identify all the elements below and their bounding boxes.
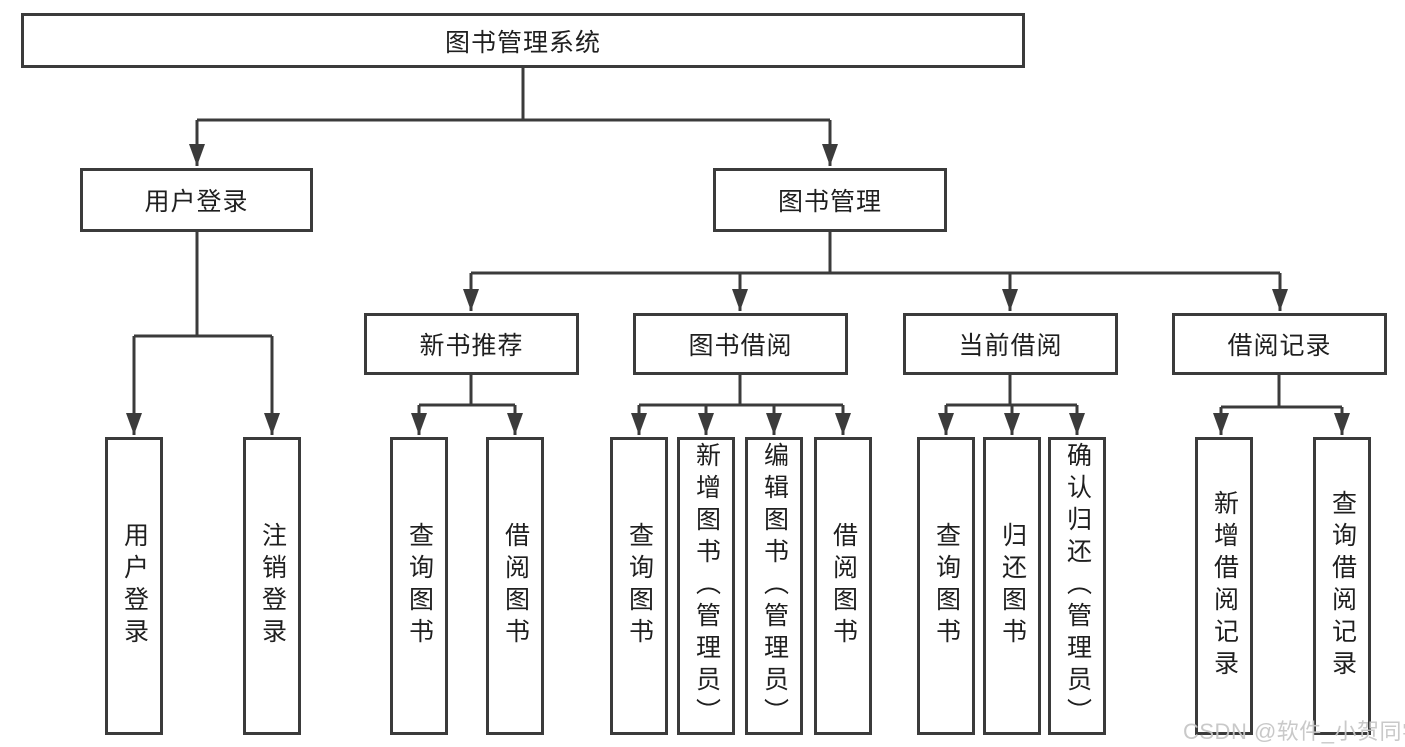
node-leaf-borrowing-borrow-books: 借阅图书 [814,437,872,735]
node-leaf-add-borrow-record: 新增借阅记录 [1195,437,1253,735]
node-book-management-branch-label: 图书管理 [777,188,882,216]
node-leaf-query-borrow-record-label: 查询借阅记录 [1328,490,1357,682]
node-leaf-add-books-admin-label: 新增图书（管理员） [692,442,721,730]
node-leaf-recommend-query-books-label: 查询图书 [405,522,434,650]
csdn-watermark: CSDN @软件_小贺同学 [1183,719,1405,744]
node-leaf-recommend-borrow-books-label: 借阅图书 [501,522,530,650]
node-current-borrowing: 当前借阅 [903,313,1118,375]
node-borrowing-records: 借阅记录 [1172,313,1387,375]
node-leaf-current-query-books-label: 查询图书 [932,522,961,650]
node-new-book-recommend-label: 新书推荐 [419,332,524,360]
node-leaf-query-borrow-record: 查询借阅记录 [1313,437,1371,735]
node-leaf-user-login: 用户登录 [105,437,163,735]
node-root-system: 图书管理系统 [21,13,1025,68]
node-root-system-label: 图书管理系统 [444,28,601,57]
node-leaf-borrowing-query-books-label: 查询图书 [625,522,654,650]
node-book-management-branch: 图书管理 [713,168,947,232]
node-leaf-add-books-admin: 新增图书（管理员） [677,437,735,735]
node-leaf-recommend-query-books: 查询图书 [390,437,448,735]
node-user-login-branch-label: 用户登录 [144,188,249,216]
node-leaf-user-login-label: 用户登录 [120,522,149,650]
node-leaf-edit-books-admin: 编辑图书（管理员） [745,437,803,735]
node-leaf-edit-books-admin-label: 编辑图书（管理员） [760,442,789,730]
node-book-borrowing: 图书借阅 [633,313,848,375]
node-leaf-return-books-label: 归还图书 [998,522,1027,650]
node-leaf-return-books: 归还图书 [983,437,1041,735]
node-new-book-recommend: 新书推荐 [364,313,579,375]
node-leaf-current-query-books: 查询图书 [917,437,975,735]
node-leaf-confirm-return-admin-label: 确认归还（管理员） [1063,442,1092,730]
node-leaf-logout: 注销登录 [243,437,301,735]
node-leaf-recommend-borrow-books: 借阅图书 [486,437,544,735]
node-leaf-borrowing-borrow-books-label: 借阅图书 [829,522,858,650]
node-current-borrowing-label: 当前借阅 [958,332,1063,360]
node-leaf-add-borrow-record-label: 新增借阅记录 [1210,490,1239,682]
node-leaf-borrowing-query-books: 查询图书 [610,437,668,735]
node-leaf-logout-label: 注销登录 [258,522,287,650]
node-borrowing-records-label: 借阅记录 [1227,332,1332,360]
node-book-borrowing-label: 图书借阅 [688,332,793,360]
node-user-login-branch: 用户登录 [80,168,313,232]
node-leaf-confirm-return-admin: 确认归还（管理员） [1048,437,1106,735]
